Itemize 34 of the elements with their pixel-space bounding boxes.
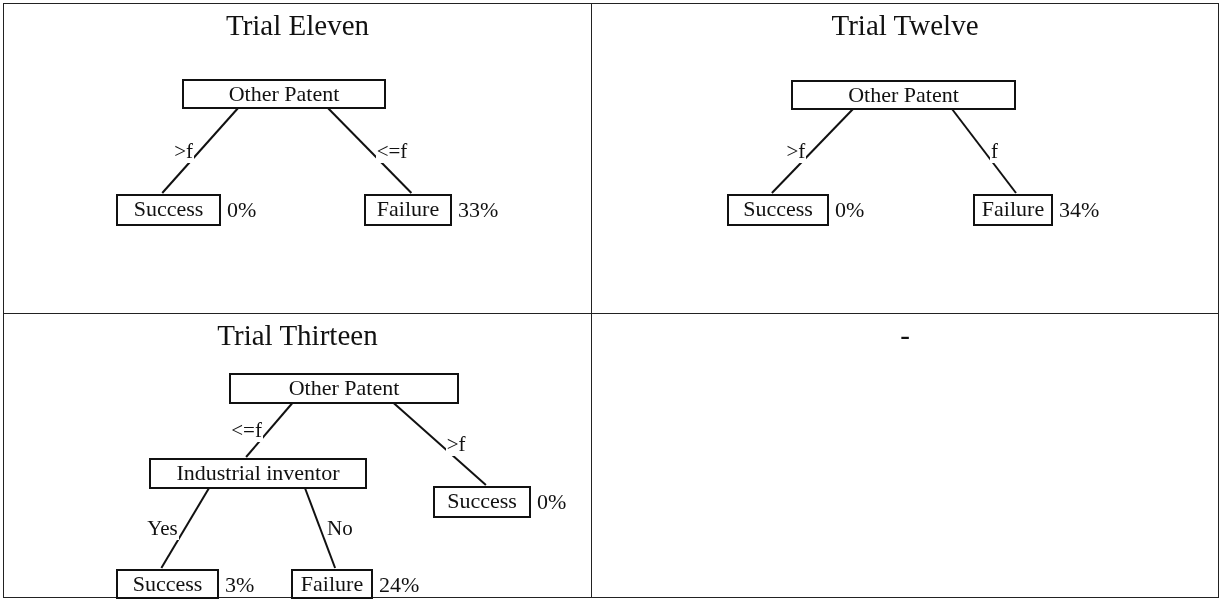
tree-node-box: Industrial inventor — [149, 458, 367, 489]
tree-node-box: Other Patent — [791, 80, 1016, 110]
table-cell — [3, 3, 592, 314]
percentage-label: 33% — [458, 197, 499, 223]
branch-line — [303, 487, 337, 569]
cell-heading: Trial Thirteen — [217, 318, 378, 352]
table-cell — [591, 3, 1219, 314]
branch-line — [245, 402, 294, 458]
table-cell — [591, 313, 1219, 598]
cell-heading: Trial Twelve — [831, 8, 979, 42]
branch-line — [392, 402, 487, 486]
tree-node-box: Failure — [973, 194, 1053, 226]
tree-node-box: Success — [433, 486, 531, 518]
percentage-label: 24% — [379, 572, 420, 598]
branch-line — [770, 108, 854, 194]
branch-line — [951, 108, 1017, 194]
cell-heading: - — [900, 318, 910, 352]
tree-node-box: Success — [727, 194, 829, 226]
table-cell — [3, 313, 592, 598]
percentage-label: 0% — [835, 197, 865, 223]
percentage-label: 34% — [1059, 197, 1100, 223]
tree-node-box: Success — [116, 194, 221, 226]
tree-node-box: Failure — [364, 194, 452, 226]
percentage-label: 3% — [225, 572, 255, 598]
tree-node-box: Other Patent — [229, 373, 459, 404]
cell-heading: Trial Eleven — [225, 8, 370, 42]
percentage-label: 0% — [537, 489, 567, 515]
tree-node-box: Failure — [291, 569, 373, 599]
branch-line — [160, 487, 211, 569]
tree-node-box: Other Patent — [182, 79, 386, 109]
tree-node-box: Success — [116, 569, 219, 599]
branch-line — [161, 107, 240, 194]
percentage-label: 0% — [227, 197, 257, 223]
branch-line — [326, 107, 413, 194]
